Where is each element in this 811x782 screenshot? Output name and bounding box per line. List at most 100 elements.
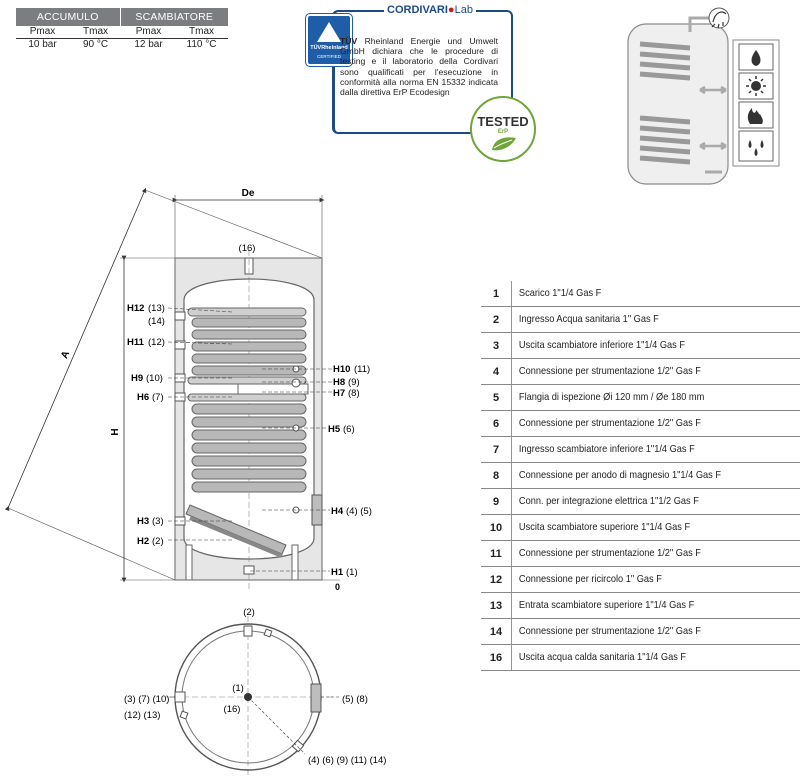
- label-h9-num: (10): [146, 373, 163, 384]
- upper-exchange-arrow-icon: [699, 85, 727, 95]
- legend-desc: Conn. per integrazione elettrica 1"1/2 G…: [511, 489, 765, 514]
- legend-desc: Uscita acqua calda sanitaria 1"1/4 Gas F: [511, 645, 765, 670]
- spec-table-header: ACCUMULO SCAMBIATORE: [16, 8, 228, 26]
- flame-icon: [751, 50, 761, 66]
- label-14: (14): [148, 316, 165, 327]
- legend-num: 1: [492, 287, 500, 300]
- spec-group-exchanger: SCAMBIATORE: [119, 8, 228, 26]
- legend-num: 3: [492, 339, 500, 352]
- legend-row: 5 Flangia di ispezione Øi 120 mm / Øe 180…: [481, 385, 800, 411]
- legend-row: 3 Uscita scambiatore inferiore 1"1/4 Gas …: [481, 333, 800, 359]
- label-h10: H10: [333, 364, 350, 375]
- label-h3: H3: [137, 516, 149, 527]
- biomass-fire-icon: [747, 108, 763, 124]
- certification-text: TÜV Rheinland Energie und Umwelt GmbH di…: [340, 36, 498, 97]
- plan-label-bottom: (4) (6) (9) (11) (14): [308, 755, 386, 766]
- legend-desc: Connessione per strumentazione 1/2" Gas …: [511, 359, 765, 384]
- plan-label-center-1: (1): [232, 683, 244, 694]
- sun-icon: [746, 76, 766, 96]
- legend-row: 1 Scarico 1"1/4 Gas F: [481, 281, 800, 307]
- legend-desc: Connessione per anodo di magnesio 1"1/4 …: [511, 463, 765, 488]
- leaf-icon: [492, 137, 516, 151]
- label-h6: H6: [137, 392, 149, 403]
- label-port-16: (16): [239, 243, 256, 254]
- legend-num: 11: [490, 547, 502, 560]
- tuv-logo-certified: CERTIFIED: [317, 54, 341, 59]
- legend-desc: Connessione per strumentazione 1/2" Gas …: [511, 619, 765, 644]
- heat-pump-tile: [738, 130, 774, 162]
- legend-row: 6 Connessione per strumentazione 1/2" Gas…: [481, 411, 800, 437]
- spec-value: 10 bar: [28, 39, 57, 50]
- legend-desc: Connessione per strumentazione 1/2" Gas …: [511, 411, 765, 436]
- zero-level: 0: [335, 582, 340, 592]
- plan-label-top: (2): [243, 607, 255, 618]
- port-h11: [174, 340, 186, 350]
- label-h5: H5: [328, 424, 341, 435]
- spec-header: Pmax: [135, 26, 162, 37]
- label-h4-num: (4) (5): [346, 506, 372, 517]
- magnesium-anode: [237, 383, 309, 395]
- legend-num: 4: [492, 365, 500, 378]
- legend-num: 16: [489, 651, 503, 664]
- tank-plan-view: (2) (3) (7) (10) (12) (13) (1) (16) (5) …: [124, 607, 386, 778]
- schematic-upper-coil: [639, 41, 691, 81]
- legend-desc: Entrata scambiatore superiore 1"1/4 Gas …: [511, 593, 765, 618]
- legend-row: 12 Connessione per ricircolo 1" Gas F: [481, 567, 800, 593]
- triangle-icon: [317, 22, 341, 42]
- label-h2: H2: [137, 536, 149, 547]
- label-h5-num: (6): [343, 424, 355, 435]
- dim-h: H: [110, 428, 121, 435]
- legend-num: 6: [492, 417, 500, 430]
- legend-desc: Scarico 1"1/4 Gas F: [511, 281, 765, 306]
- spec-value: 110 °C: [186, 39, 217, 50]
- label-h7: H7: [333, 388, 345, 399]
- spec-values-row: 10 bar 90 °C 12 bar 110 °C: [16, 39, 228, 51]
- spec-header: Tmax: [189, 26, 214, 37]
- tank-foot: [185, 544, 193, 581]
- legend-desc: Flangia di ispezione Øi 120 mm / Øe 180 …: [511, 385, 765, 410]
- erp-label: ErP: [497, 129, 509, 135]
- plan-label-left-1: (3) (7) (10): [124, 694, 169, 705]
- spec-header: Tmax: [83, 26, 108, 37]
- label-h1-num: (1): [346, 567, 358, 578]
- schematic-lower-coil: [639, 115, 691, 165]
- lower-heat-exchanger-coil: [185, 393, 307, 558]
- port-h12: [174, 311, 186, 321]
- heat-pump-icon: [748, 140, 764, 156]
- spec-group-storage: ACCUMULO: [36, 11, 99, 23]
- legend-desc: Connessione per ricircolo 1" Gas F: [511, 567, 765, 592]
- dim-a: A: [59, 349, 72, 360]
- label-h11: H11: [127, 337, 145, 348]
- legend-num: 5: [492, 391, 500, 404]
- legend-num: 12: [489, 573, 503, 586]
- tuv-rheinland-logo: TÜVRheinland CERTIFIED: [306, 14, 352, 66]
- legend-num: 13: [489, 599, 503, 612]
- plan-label-center-2: (16): [224, 704, 241, 715]
- label-h12: H12: [127, 303, 144, 314]
- legend-row: 8 Connessione per anodo di magnesio 1"1/4…: [481, 463, 800, 489]
- upper-heat-exchanger-coil: [187, 307, 307, 385]
- tank-elevation: De A H 0 (16): [4, 187, 372, 592]
- plan-label-right: (5) (8): [342, 694, 368, 705]
- label-h2-num: (2): [152, 536, 164, 547]
- legend-num: 7: [492, 443, 500, 456]
- legend-num: 14: [489, 625, 503, 638]
- spec-value: 12 bar: [134, 39, 163, 50]
- legend-num: 8: [492, 469, 500, 482]
- spec-header: Pmax: [29, 26, 56, 37]
- legend-desc: Uscita scambiatore inferiore 1"1/4 Gas F: [511, 333, 765, 358]
- label-h11-num: (12): [148, 337, 165, 348]
- label-h12-num: (13): [148, 303, 165, 314]
- tested-label: TESTED: [477, 114, 529, 129]
- port-h8-circle: [291, 378, 301, 388]
- plan-label-left-2: (12) (13): [124, 710, 160, 721]
- drain-port-1: [243, 565, 255, 575]
- system-schematic: [627, 7, 780, 185]
- legend-row: 16 Uscita acqua calda sanitaria 1"1/4 Gas…: [481, 645, 800, 671]
- label-h8-num: (9): [348, 377, 360, 388]
